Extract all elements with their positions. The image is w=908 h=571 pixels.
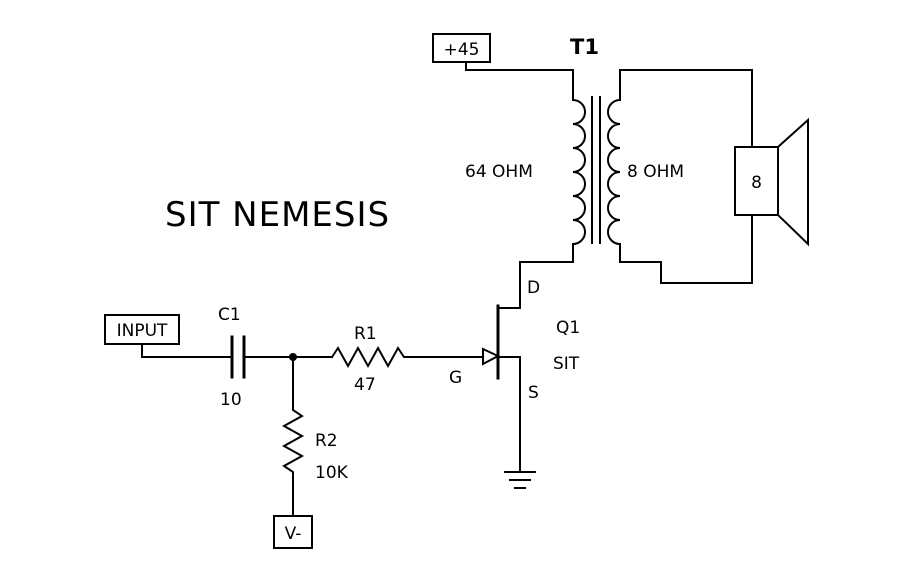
input-port: INPUT bbox=[104, 314, 180, 345]
transformer-t1: T1 64 OHM 8 OHM bbox=[465, 35, 684, 246]
secondary-impedance-label: 8 OHM bbox=[627, 162, 684, 182]
input-wire bbox=[141, 343, 233, 358]
r1-ref: R1 bbox=[354, 324, 377, 344]
ground-symbol bbox=[504, 471, 536, 489]
drain-wire bbox=[497, 243, 574, 309]
primary-coil bbox=[571, 98, 586, 246]
transistor-ref: Q1 bbox=[556, 318, 580, 338]
secondary-coil bbox=[607, 98, 622, 246]
capacitor-value: 10 bbox=[220, 390, 242, 410]
supply-port: +45 bbox=[432, 33, 491, 63]
drain-label: D bbox=[527, 278, 540, 298]
resistor-r1: R1 47 bbox=[330, 324, 484, 395]
diagram-title: SIT NEMESIS bbox=[165, 195, 390, 235]
speaker-cone bbox=[776, 117, 809, 247]
secondary-top-wire bbox=[619, 69, 753, 148]
supply-wire bbox=[465, 61, 574, 101]
primary-impedance-label: 64 OHM bbox=[465, 162, 533, 182]
capacitor-c1: C1 10 bbox=[218, 305, 246, 410]
transistor-type: SIT bbox=[553, 354, 580, 374]
transformer-ref: T1 bbox=[570, 35, 599, 59]
source-label: S bbox=[528, 383, 539, 403]
negative-supply-port: V- bbox=[273, 515, 313, 549]
speaker-label: 8 bbox=[751, 173, 762, 193]
capacitor-ref: C1 bbox=[218, 305, 241, 325]
speaker: 8 bbox=[734, 117, 809, 247]
r2-value: 10K bbox=[315, 463, 349, 483]
gate-arrow bbox=[482, 347, 501, 366]
gate-label: G bbox=[449, 368, 462, 388]
input-port-label: INPUT bbox=[117, 321, 168, 341]
supply-port-label: +45 bbox=[444, 40, 480, 60]
negative-supply-label: V- bbox=[285, 524, 302, 544]
source-wire bbox=[497, 356, 521, 473]
resistor-r2: R2 10K bbox=[281, 356, 349, 517]
secondary-bottom-wire bbox=[619, 214, 753, 284]
transistor-q1: Q1 SIT G S bbox=[449, 304, 580, 473]
r1-value: 47 bbox=[354, 375, 376, 395]
r2-ref: R2 bbox=[315, 431, 338, 451]
